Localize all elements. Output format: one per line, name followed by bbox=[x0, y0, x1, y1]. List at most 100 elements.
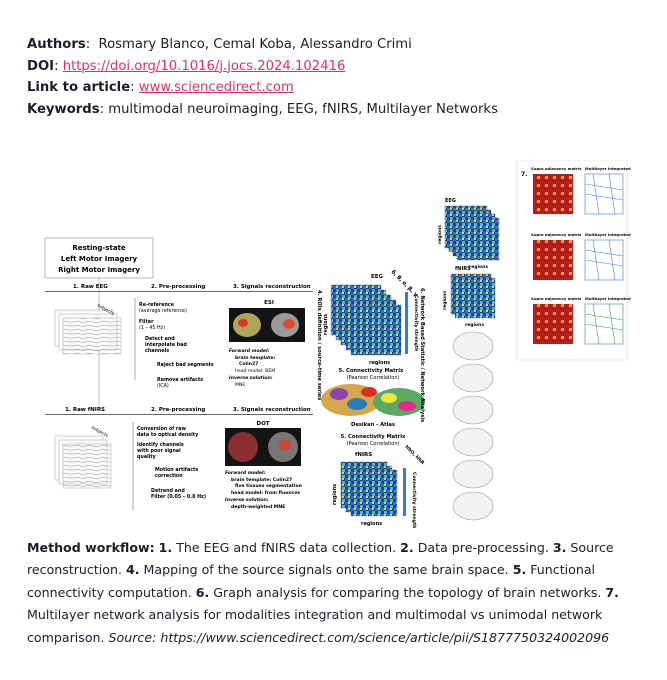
dot-brain-images bbox=[225, 428, 301, 466]
right-eeg-regions: regions bbox=[469, 264, 488, 270]
svg-text:Filter: Filter bbox=[139, 319, 154, 325]
supra-matrix-3 bbox=[533, 304, 573, 344]
right-fnirs-y-regions: regions bbox=[442, 291, 448, 310]
matrix-title-fnirs: 5. Connectivity Matrix bbox=[341, 434, 406, 440]
dot-label: DOT bbox=[257, 421, 270, 427]
svg-text:Re-reference: Re-reference bbox=[139, 302, 175, 308]
esi-brain-images bbox=[229, 308, 305, 342]
multilayer-network-2 bbox=[584, 239, 624, 281]
svg-text:data to optical density: data to optical density bbox=[137, 432, 199, 438]
svg-text:head model: BEM: head model: BEM bbox=[235, 368, 275, 374]
eeg-connectivity-matrices bbox=[330, 284, 402, 356]
supra-label-3: Supra adjacency matrix bbox=[531, 296, 582, 301]
supra-label-2: Supra adjacency matrix bbox=[531, 232, 582, 237]
svg-text:quality: quality bbox=[137, 454, 157, 460]
source-label: Source: bbox=[108, 629, 157, 645]
right-fnirs-label: fNIRS bbox=[455, 266, 471, 272]
multilayer-label-1: Multilayer Integrated bbox=[585, 166, 631, 171]
fnirs-reconstruction-title: 3. Signals reconstruction bbox=[233, 407, 311, 413]
eeg-colorbar bbox=[405, 292, 408, 354]
fnirs-models: Forward model: brain template: Colin27 f… bbox=[225, 470, 302, 510]
eeg-preprocessing-title: 2. Pre-processing bbox=[151, 284, 205, 290]
atlas-label: Desikan - Atlas bbox=[351, 422, 395, 428]
fnirs-raw-stack bbox=[54, 435, 112, 489]
matrix-title-eeg: 5. Connectivity Matrix bbox=[339, 368, 404, 374]
svg-text:MNE: MNE bbox=[235, 382, 245, 388]
matrix-subtitle-fnirs: (Pearson Correlation) bbox=[347, 441, 400, 447]
svg-text:Inverse solution:: Inverse solution: bbox=[225, 497, 269, 503]
right-fnirs-regions: regions bbox=[465, 322, 484, 328]
authors-row: Authors: Rosmary Blanco, Cemal Koba, Ale… bbox=[27, 37, 412, 52]
svg-text:five tissues segmentation: five tissues segmentation bbox=[235, 483, 302, 489]
eeg-raw-title: 1. Raw EEG bbox=[73, 284, 108, 290]
right-eeg-matrices bbox=[444, 205, 500, 261]
fnirs-matrix-y-label: regions bbox=[332, 484, 338, 505]
multilayer-network-1 bbox=[584, 173, 624, 215]
source-url[interactable]: https://www.sciencedirect.com/science/ar… bbox=[160, 629, 610, 645]
article-meta: Authors: Rosmary Blanco, Cemal Koba, Ale… bbox=[27, 34, 647, 120]
svg-text:Motion artifacts: Motion artifacts bbox=[155, 467, 198, 473]
svg-text:channels: channels bbox=[145, 348, 169, 354]
svg-text:Forward model:: Forward model: bbox=[229, 348, 270, 354]
eeg-reconstruction-title: 3. Signals reconstruction bbox=[233, 284, 311, 290]
article-link[interactable]: www.sciencedirect.com bbox=[138, 80, 294, 96]
doi-row: DOI: https://doi.org/10.1016/j.jocs.2024… bbox=[27, 58, 346, 74]
supra-matrix-1 bbox=[533, 174, 573, 214]
brain-network-column bbox=[452, 331, 494, 521]
doi-link[interactable]: https://doi.org/10.1016/j.jocs.2024.1024… bbox=[62, 58, 346, 74]
eeg-models: Forward model: brain template: Colin27 h… bbox=[229, 348, 275, 388]
esi-label: ESI bbox=[264, 300, 274, 306]
link-row: Link to article: www.sciencedirect.com bbox=[27, 80, 294, 96]
desikan-atlas-brains bbox=[321, 384, 425, 416]
svg-text:interpolate bad: interpolate bad bbox=[145, 342, 187, 348]
multilayer-label-2: Multilayer Integrated bbox=[585, 232, 631, 237]
svg-text:brain template: Colin27: brain template: Colin27 bbox=[231, 477, 292, 483]
svg-text:depth-weighted MNE: depth-weighted MNE bbox=[231, 504, 285, 510]
right-eeg-label: EEG bbox=[445, 198, 456, 204]
svg-text:Detect and: Detect and bbox=[145, 336, 175, 342]
svg-text:brain template:: brain template: bbox=[235, 355, 275, 361]
middle-eeg-label: EEG bbox=[371, 274, 384, 280]
svg-text:(ICA): (ICA) bbox=[157, 383, 169, 389]
conditions-box bbox=[44, 237, 154, 279]
eeg-matrix-x-label: regions bbox=[369, 360, 390, 366]
keywords-row: Keywords: multimodal neuroimaging, EEG, … bbox=[27, 101, 498, 117]
condition-label: Right Motor Imagery bbox=[58, 266, 140, 274]
right-fnirs-matrices bbox=[450, 273, 496, 319]
svg-text:(average reference): (average reference) bbox=[139, 308, 187, 314]
svg-text:Forward model:: Forward model: bbox=[225, 470, 266, 476]
keywords: multimodal neuroimaging, EEG, fNIRS, Mul… bbox=[108, 101, 498, 117]
step7-label: 7. bbox=[521, 171, 527, 178]
multilayer-label-3: Multilayer Integrated bbox=[585, 296, 631, 301]
svg-text:Reject bad segments: Reject bad segments bbox=[157, 362, 214, 368]
right-eeg-y-regions: regions bbox=[437, 225, 443, 244]
middle-fnirs-label: fNIRS bbox=[355, 452, 372, 458]
method-workflow-figure: Resting-state Left Motor Imagery Right M… bbox=[33, 160, 633, 530]
fnirs-preprocessing-steps: Conversion of raw data to optical densit… bbox=[137, 426, 206, 500]
supra-matrix-2 bbox=[533, 240, 573, 280]
fnirs-matrix-x-label: regions bbox=[361, 521, 382, 527]
svg-text:Remove artifacts: Remove artifacts bbox=[157, 377, 203, 383]
middle-hb-label: HbO, HbR bbox=[404, 444, 426, 466]
eeg-strength-label: Connectivity strength bbox=[413, 295, 419, 351]
svg-text:head model: from fluences: head model: from fluences bbox=[231, 490, 300, 496]
fnirs-raw-title: 1. Raw fNIRS bbox=[65, 407, 105, 413]
fnirs-connectivity-matrices bbox=[340, 461, 398, 517]
multilayer-network-3 bbox=[584, 303, 624, 345]
condition-label: Resting-state bbox=[72, 244, 126, 252]
middle-bands-label: δ, θ, α, β, γ bbox=[390, 269, 419, 298]
svg-text:Filter (0.05 – 0.8 Hz): Filter (0.05 – 0.8 Hz) bbox=[151, 494, 206, 500]
svg-text:Inverse solution:: Inverse solution: bbox=[229, 375, 273, 381]
network-analysis-label: 6. Network Based Statistic / Network Ana… bbox=[419, 288, 425, 422]
fnirs-strength-label: Connectivity strength bbox=[411, 472, 417, 528]
supra-label-1: Supra adjacency matrix bbox=[531, 166, 582, 171]
svg-text:Detrend and: Detrend and bbox=[151, 488, 185, 494]
matrix-subtitle-eeg: (Pearson Correlation) bbox=[347, 375, 400, 381]
svg-text:with poor signal: with poor signal bbox=[137, 448, 181, 454]
svg-text:Colin27: Colin27 bbox=[239, 361, 258, 367]
figure-caption: Method workflow: 1. The EEG and fNIRS da… bbox=[27, 540, 619, 645]
eeg-preprocessing-steps: Re-reference (average reference) Filter … bbox=[139, 302, 214, 389]
svg-text:(1 – 45 Hz): (1 – 45 Hz) bbox=[139, 325, 165, 331]
eeg-matrix-y-label: regions bbox=[323, 314, 329, 335]
roi-definition-label: 4. ROIs definition / source-time series bbox=[316, 290, 322, 400]
